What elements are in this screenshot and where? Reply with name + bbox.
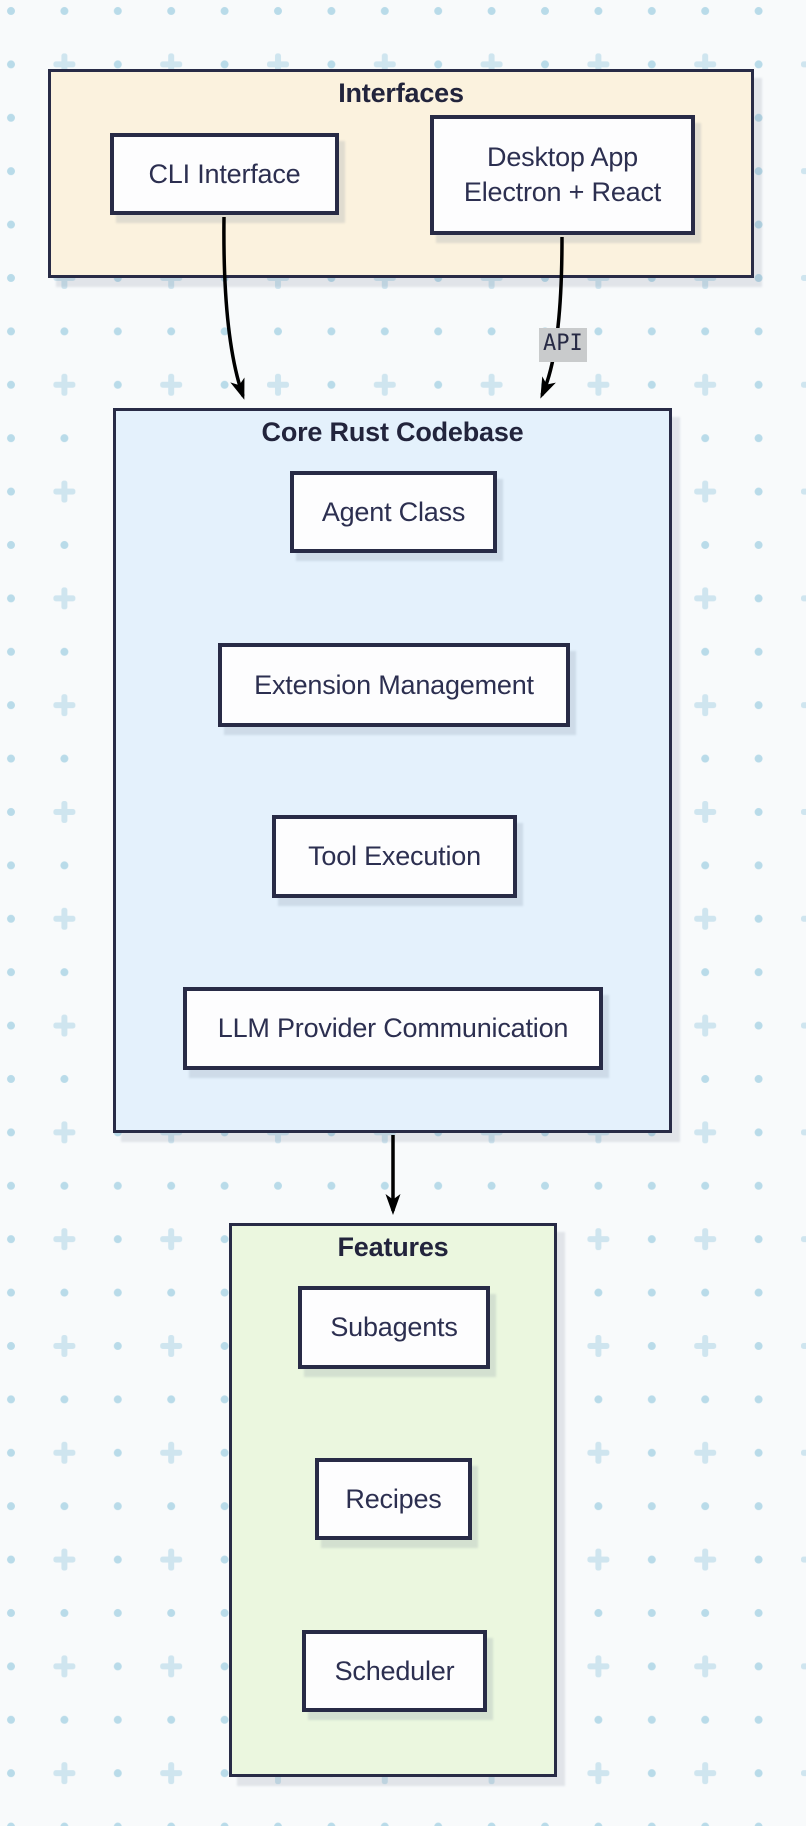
node-label: CLI Interface	[148, 158, 301, 189]
node-extension-management: Extension Management	[218, 643, 570, 727]
node-label: Scheduler	[334, 1655, 455, 1686]
node-label: Extension Management	[254, 669, 534, 700]
node-cli-interface: CLI Interface	[110, 133, 339, 215]
node-label-line2: Electron + React	[463, 177, 662, 207]
group-title-core-rust-codebase: Core Rust Codebase	[261, 417, 524, 447]
node-recipes: Recipes	[315, 1458, 472, 1540]
edge-label-api: API	[539, 328, 587, 362]
node-subagents: Subagents	[298, 1286, 490, 1369]
node-tool-execution: Tool Execution	[272, 815, 517, 898]
node-label: Agent Class	[321, 496, 466, 527]
group-title-features: Features	[337, 1232, 449, 1262]
node-label: Subagents	[330, 1312, 458, 1343]
node-scheduler: Scheduler	[302, 1630, 487, 1712]
node-desktop-app: Desktop App Electron + React	[430, 115, 695, 235]
node-label: Recipes	[345, 1483, 442, 1514]
node-label: Tool Execution	[308, 841, 481, 872]
node-label: LLM Provider Communication	[217, 1013, 569, 1044]
group-title-interfaces: Interfaces	[338, 78, 464, 108]
node-llm-provider-communication: LLM Provider Communication	[183, 987, 603, 1070]
node-label-line1: Desktop App	[487, 142, 638, 173]
node-agent-class: Agent Class	[290, 471, 497, 553]
